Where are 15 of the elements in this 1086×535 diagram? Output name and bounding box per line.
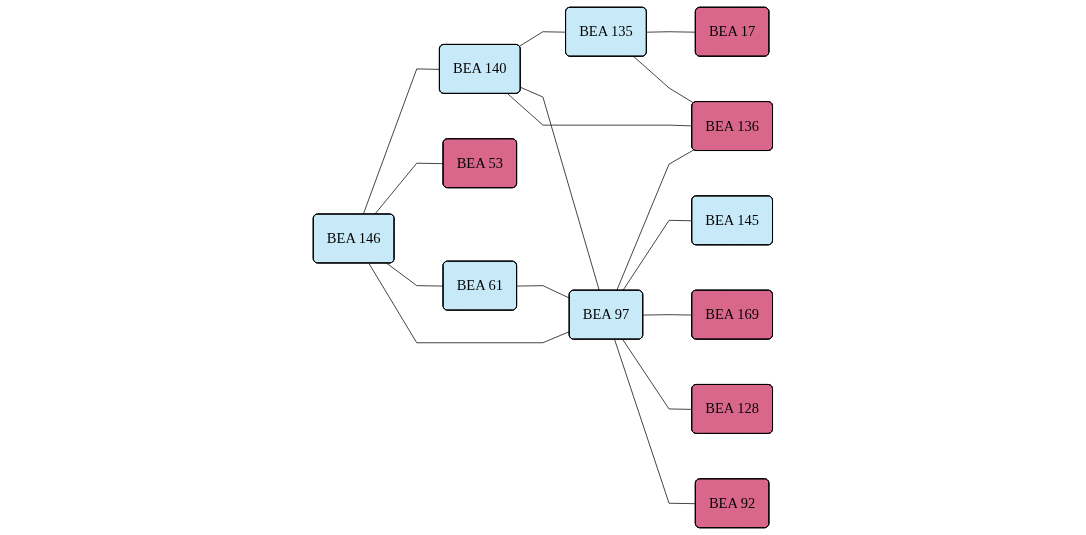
connector xyxy=(507,93,693,127)
connector xyxy=(633,56,695,104)
connector xyxy=(646,31,697,33)
connector xyxy=(374,162,445,215)
connector xyxy=(516,285,571,299)
connector xyxy=(519,31,567,47)
connector xyxy=(386,262,445,287)
connector xyxy=(368,262,571,344)
connector xyxy=(520,86,600,292)
connector xyxy=(362,68,441,215)
connector xyxy=(622,339,693,410)
connector xyxy=(616,149,695,292)
connector xyxy=(642,314,693,316)
connector xyxy=(622,219,693,292)
connector xyxy=(614,339,697,505)
